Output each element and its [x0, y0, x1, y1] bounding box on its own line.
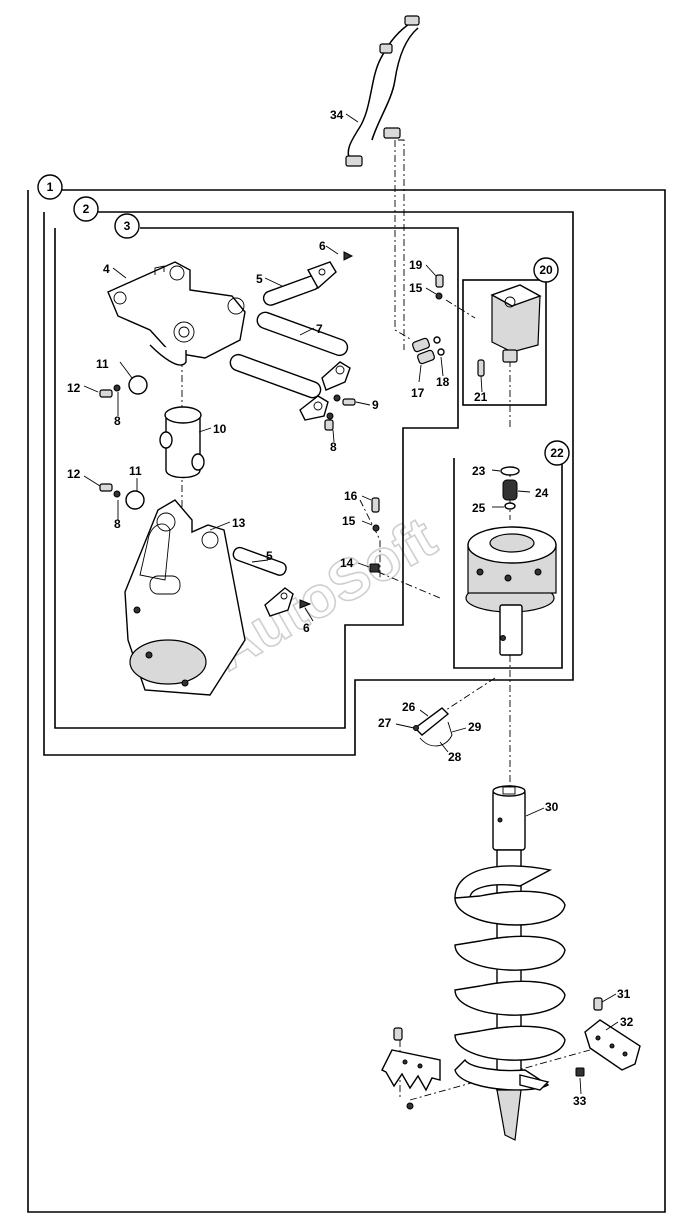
label-11-lower: 11: [129, 464, 142, 478]
mount-bracket-4: [107, 261, 246, 366]
fasteners-middle: [369, 497, 380, 573]
pins-7: [229, 311, 351, 421]
callout-22: 22: [544, 440, 570, 466]
label-15-lower: 15: [342, 514, 356, 528]
label-12-lower: 12: [67, 467, 81, 481]
label-5-lower: 5: [266, 549, 273, 563]
leader-lines: [83, 113, 619, 1095]
label-8-a: 8: [114, 414, 121, 428]
label-6-lower: 6: [303, 621, 310, 635]
pin-5-upper: [262, 261, 337, 306]
assembly-frame-2: [43, 211, 574, 756]
label-26: 26: [402, 700, 416, 714]
label-27: 27: [378, 716, 392, 730]
label-28: 28: [448, 750, 462, 764]
hydraulic-motor-20: [477, 284, 542, 377]
tooth-plate-32: [575, 997, 641, 1077]
label-10: 10: [213, 422, 227, 436]
label-31: 31: [617, 987, 631, 1001]
label-8-c: 8: [114, 517, 121, 531]
label-32: 32: [620, 1015, 634, 1029]
fasteners-upper: [99, 375, 356, 431]
assembly-frame-22: [453, 458, 563, 669]
label-18: 18: [436, 375, 450, 389]
tube-10: [159, 406, 205, 479]
label-34: 34: [330, 108, 344, 122]
label-13: 13: [232, 516, 246, 530]
label-4: 4: [103, 262, 110, 276]
auger-30: [454, 785, 566, 1141]
callout-1: 1: [37, 174, 63, 200]
gearbox-22: [465, 526, 557, 656]
retaining-pin-26-29: [413, 707, 453, 747]
part-number-labels: 34 4 5 6 7 11 12 8 9 8 10 11 12 8 13 5 6…: [67, 108, 634, 1108]
label-17: 17: [411, 386, 425, 400]
svg-text:1: 1: [47, 180, 54, 194]
svg-text:3: 3: [124, 219, 131, 233]
seal-spring-ring: [500, 466, 520, 510]
svg-text:22: 22: [550, 446, 564, 460]
label-21: 21: [474, 390, 488, 404]
label-15-upper: 15: [409, 281, 423, 295]
fasteners-lower: [99, 483, 145, 510]
tooth-bar-left: [381, 1027, 441, 1110]
label-30: 30: [545, 800, 559, 814]
label-14: 14: [340, 556, 354, 570]
label-25: 25: [472, 501, 486, 515]
label-5-upper: 5: [256, 272, 263, 286]
watermark-text: AutoSoft: [202, 505, 447, 684]
label-12-upper: 12: [67, 381, 81, 395]
auger-frame-13: [124, 499, 246, 696]
hydraulic-hoses-34: [345, 15, 420, 167]
svg-text:2: 2: [83, 202, 90, 216]
svg-text:20: 20: [539, 263, 553, 277]
motor-fittings: [412, 274, 445, 365]
bolt-6-lower: [299, 599, 312, 609]
assembly-frame-20: [462, 279, 547, 406]
assembly-frame-1: [27, 189, 666, 1213]
callout-20: 20: [533, 257, 559, 283]
label-9: 9: [372, 398, 379, 412]
bolt-6-upper: [343, 251, 354, 261]
label-11-upper: 11: [96, 357, 109, 371]
label-19: 19: [409, 258, 423, 272]
label-24: 24: [535, 486, 549, 500]
label-33: 33: [573, 1094, 587, 1108]
label-8-b: 8: [330, 440, 337, 454]
callout-2: 2: [73, 196, 99, 222]
label-29: 29: [468, 720, 482, 734]
callout-3: 3: [114, 213, 140, 239]
label-6-upper: 6: [319, 239, 326, 253]
label-16: 16: [344, 489, 358, 503]
label-23: 23: [472, 464, 486, 478]
assembly-frame-3: [54, 227, 459, 729]
label-7: 7: [316, 322, 323, 336]
